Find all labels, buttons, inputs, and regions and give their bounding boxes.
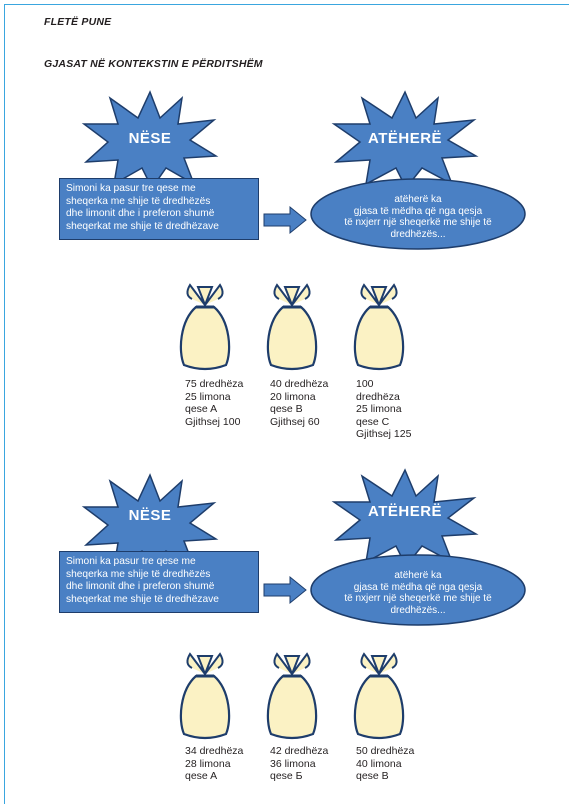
if-label: NËSE <box>128 507 172 524</box>
if-label: NËSE <box>128 130 172 147</box>
if-line: Simoni ka pasur tre qese me <box>66 183 196 194</box>
bag-line: qese A <box>185 770 218 782</box>
then-line: të nxjerr një sheqerkë me shije të <box>344 217 492 228</box>
bag-line: 40 dredhëza <box>270 378 329 390</box>
candy-bag-icon <box>353 652 405 740</box>
bag-line: Gjithsej 100 <box>185 415 241 428</box>
bag-line: qese B <box>270 403 303 415</box>
candy-bag-icon <box>179 652 231 740</box>
then-text: atëherë ka gjasa të mëdha që nga qesja t… <box>318 194 518 240</box>
bag-line: qese Б <box>270 770 303 782</box>
bag-line: 28 limona <box>185 757 231 770</box>
then-line: gjasa të mëdha që nga qesja <box>353 581 483 593</box>
then-line: të nxjerr një sheqerkë me shije të <box>344 593 492 604</box>
bag-line: 34 dredhëza <box>185 745 244 757</box>
if-line: dhe limonit dhe i preferon shumë <box>66 208 215 220</box>
worksheet-title: FLETË PUNE <box>44 16 112 28</box>
if-line: sheqerka me shije të dredhëzës <box>66 568 211 580</box>
bag-a-label: 75 dredhëza 25 limona qese A Gjithsej 10… <box>185 378 243 428</box>
if-line: sheqerkat me shije të dredhëzave <box>66 220 219 232</box>
bag-line: 40 limona <box>356 757 402 770</box>
bag-line: 20 limona <box>270 390 316 403</box>
candy-bag-icon <box>179 283 231 371</box>
page-frame <box>4 4 569 804</box>
arrow-right-icon <box>263 205 307 235</box>
if-line: sheqerka me shije të dredhëzës <box>66 195 211 207</box>
then-line: dredhëzës... <box>390 228 446 240</box>
bag-line: 50 dredhëza <box>356 745 415 757</box>
bag-line: qese A <box>185 403 218 415</box>
if-text-box: Simoni ka pasur tre qese me sheqerka me … <box>59 551 259 613</box>
candy-bag-icon <box>266 652 318 740</box>
bag-line: 25 limona <box>356 403 402 415</box>
bag-a-label: 34 dredhëza 28 limona qese A <box>185 745 243 783</box>
bag-line: dredhëza <box>356 390 400 403</box>
bag-b-label: 40 dredhëza 20 limona qese B Gjithsej 60 <box>270 378 328 428</box>
if-text-box: Simoni ka pasur tre qese me sheqerka me … <box>59 178 259 240</box>
then-line: atëherë ka <box>394 194 442 205</box>
if-line: dhe limonit dhe i preferon shumë <box>66 581 215 593</box>
bag-line: qese B <box>356 770 389 782</box>
then-ellipse <box>310 554 526 626</box>
then-line: atëherë ka <box>394 570 442 581</box>
then-text: atëherë ka gjasa të mëdha që nga qesja t… <box>318 570 518 616</box>
bag-line: 25 limona <box>185 390 231 403</box>
candy-bag-icon <box>266 283 318 371</box>
bag-line: 100 <box>356 378 374 390</box>
bag-line: 36 limona <box>270 757 316 770</box>
then-line: gjasa të mëdha që nga qesja <box>353 205 483 217</box>
bag-line: Gjithsej 125 <box>356 428 412 440</box>
arrow-right-icon <box>263 575 307 605</box>
if-line: sheqerkat me shije të dredhëzave <box>66 593 219 605</box>
then-ellipse <box>310 178 526 250</box>
then-label: ATËHERË <box>367 503 443 520</box>
bag-c-label: 50 dredhëza 40 limona qese B <box>356 745 414 783</box>
bag-line: Gjithsej 60 <box>270 415 320 428</box>
worksheet-subtitle: GJASAT NË KONTEKSTIN E PËRDITSHËM <box>44 58 263 70</box>
bag-b-label: 42 dredhëza 36 limona qese Б <box>270 745 328 783</box>
bag-line: 75 dredhëza <box>185 378 244 390</box>
then-line: dredhëzës... <box>390 604 446 616</box>
candy-bag-icon <box>353 283 405 371</box>
bag-line: qese C <box>356 415 390 428</box>
then-label: ATËHERË <box>367 130 443 147</box>
bag-line: 42 dredhëza <box>270 745 329 757</box>
bag-c-label: 100 dredhëza 25 limona qese C Gjithsej 1… <box>356 378 411 441</box>
if-line: Simoni ka pasur tre qese me <box>66 556 196 567</box>
